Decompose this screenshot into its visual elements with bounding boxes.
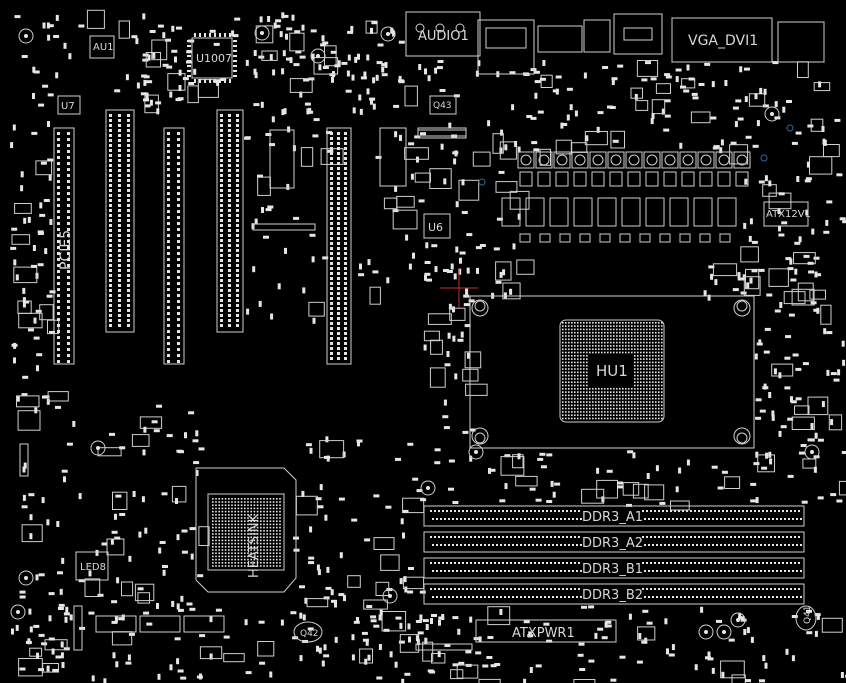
vrm-inductor-row (517, 151, 751, 187)
ddr3-b1-slot[interactable]: DDR3_B1 (423, 557, 805, 579)
chipset-heatsink[interactable]: HEATSINK (195, 467, 297, 593)
u7-label: U7 (61, 101, 75, 112)
ddr3-b1-label: DDR3_B1 (582, 562, 643, 577)
au1-label: AU1 (93, 42, 114, 53)
q42-label: Q42 (300, 629, 319, 639)
pcie5-slot[interactable]: PCIE5 (53, 127, 75, 365)
pcie-slot-3[interactable] (163, 127, 185, 365)
q43-label: Q43 (433, 101, 452, 111)
atxpwr1-label: ATXPWR1 (512, 626, 575, 641)
q42-transistor[interactable]: Q42 (293, 621, 323, 643)
block-header[interactable] (269, 127, 467, 189)
vga-dvi1-connector[interactable]: VGA_DVI1 (671, 17, 773, 63)
ddr3-a1-slot[interactable]: DDR3_A1 (423, 505, 805, 527)
vga-dvi1-label: VGA_DVI1 (688, 33, 758, 49)
led8-component[interactable]: LED8 (75, 551, 109, 581)
usb-connector-2[interactable] (583, 19, 611, 53)
audio1-label: AUDIO1 (418, 29, 469, 44)
small-components (10, 9, 846, 683)
ddr3-b2-label: DDR3_B2 (582, 588, 643, 603)
crosshair-marker (440, 268, 478, 308)
heatsink-label: HEATSINK (247, 513, 262, 578)
usb-lan-connector[interactable] (477, 19, 535, 75)
hu1-label: HU1 (596, 362, 628, 380)
u1007-chip[interactable]: U1007 (187, 33, 237, 83)
ps2-connector[interactable] (777, 21, 825, 63)
pcie-slot-2[interactable] (105, 109, 135, 333)
ddr3-a2-slot[interactable]: DDR3_A2 (423, 531, 805, 553)
led8-label: LED8 (80, 562, 106, 573)
u6-chip[interactable]: U6 (423, 213, 451, 239)
ddr3-a2-label: DDR3_A2 (582, 536, 643, 551)
q41-label: Q41 (803, 605, 813, 624)
ddr3-a1-label: DDR3_A1 (582, 510, 643, 525)
u6-label: U6 (428, 221, 443, 234)
pcie5-label: PCIE5 (58, 230, 74, 270)
hdmi-connector[interactable] (613, 13, 663, 55)
u1007-label: U1007 (196, 52, 232, 65)
audio1-connector[interactable]: AUDIO1 (405, 11, 481, 57)
atxpwr1-connector[interactable]: ATXPWR1 (475, 619, 617, 643)
ddr3-b2-slot[interactable]: DDR3_B2 (423, 583, 805, 605)
usb-connector[interactable] (537, 25, 583, 53)
fan-headers-bottom[interactable] (95, 615, 225, 633)
pcie-slot-5[interactable] (326, 127, 352, 365)
q43-transistor[interactable]: Q43 (429, 95, 457, 115)
pcie-slot-4[interactable] (216, 109, 244, 333)
atx12v1-label: ATX12V1 (766, 209, 811, 220)
u7-chip[interactable]: U7 (57, 95, 81, 115)
connector-strip (252, 223, 316, 231)
atx12v1-connector[interactable]: ATX12V1 (763, 201, 811, 227)
cpu-socket-hu1[interactable]: HU1 (469, 295, 755, 449)
vrm-mosfet-row (501, 197, 737, 243)
q41-transistor[interactable]: Q41 (795, 605, 817, 631)
au1-chip[interactable]: AU1 (89, 35, 115, 59)
